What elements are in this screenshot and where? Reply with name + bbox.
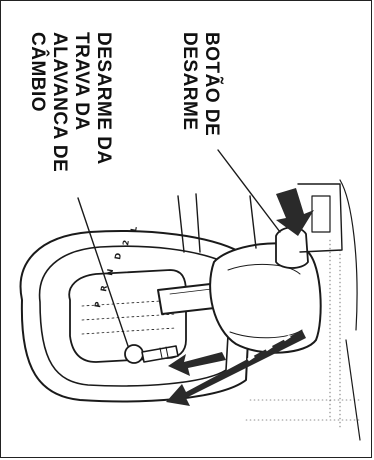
label-release-button-line-2: DESARME xyxy=(178,32,200,136)
svg-text:2: 2 xyxy=(121,239,131,246)
svg-text:N: N xyxy=(105,268,115,276)
label-shift-lock-release: DESARME DA TRAVA DA ALAVANCA DE CÂMBIO xyxy=(26,32,114,172)
gear-position-marks: P R N D 2 L xyxy=(93,226,139,309)
svg-text:D: D xyxy=(113,252,123,260)
leader-line-release-button xyxy=(218,150,280,232)
label-release-button: BOTÃO DE DESARME xyxy=(178,32,222,136)
label-shift-lock-release-line-4: CÂMBIO xyxy=(26,32,48,172)
svg-text:P: P xyxy=(93,301,103,308)
label-shift-lock-release-line-3: ALAVANCA DE xyxy=(48,32,70,172)
label-shift-lock-release-line-2: TRAVA DA xyxy=(70,32,92,172)
svg-text:L: L xyxy=(129,226,139,233)
label-release-button-line-1: BOTÃO DE xyxy=(200,32,222,136)
key-icon xyxy=(125,345,178,363)
label-shift-lock-release-line-1: DESARME DA xyxy=(92,32,114,172)
release-button-shape xyxy=(276,227,308,268)
